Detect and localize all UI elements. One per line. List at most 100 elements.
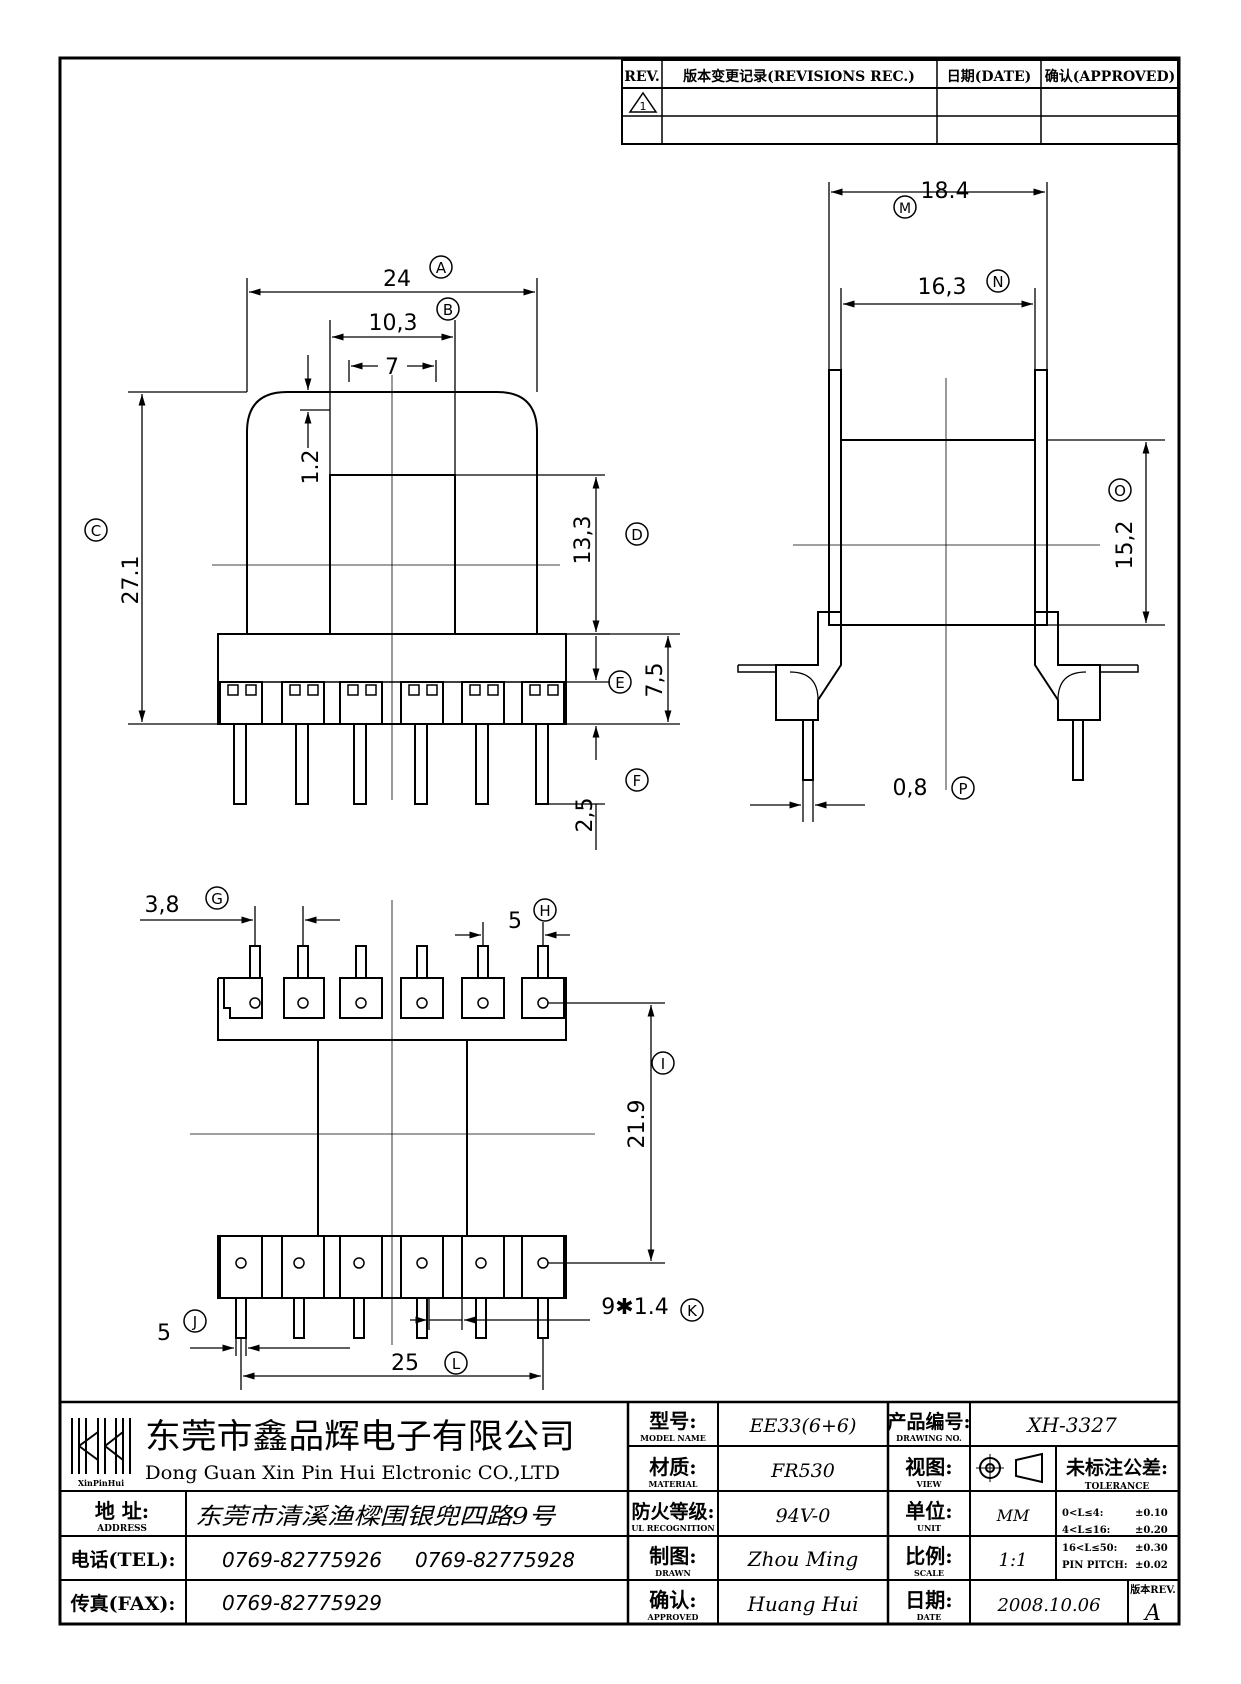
tolerance-title-en: TOLERANCE: [1085, 1482, 1150, 1492]
bottom-pin-holes: [235, 997, 549, 1269]
address-label: 地 址:: [95, 1499, 149, 1523]
revisions-header: 版本变更记录(REVISIONS REC.): [683, 68, 915, 85]
tag-h-icon: H: [533, 898, 557, 922]
tag-g-icon: G: [205, 886, 229, 910]
tag-m-icon: M: [893, 195, 917, 219]
title-block-grid: [60, 1400, 1179, 1624]
drawn-label: 制图:: [649, 1544, 696, 1568]
tolerance-title: 未标注公差:: [1065, 1456, 1168, 1479]
svg-text:E: E: [615, 674, 624, 692]
approved-label: 确认:: [649, 1588, 696, 1612]
address-label-en: ADDRESS: [96, 1524, 147, 1534]
tolerance-value: ±0.20: [1135, 1525, 1168, 1536]
company-logo-icon: [71, 1418, 131, 1474]
tolerance-value: ±0.10: [1135, 1508, 1168, 1519]
tag-p-icon: P: [951, 776, 975, 800]
dim-e-value: 7,5: [643, 663, 668, 698]
material-value: FR530: [770, 1460, 835, 1482]
drawing-no-value: XH-3327: [1025, 1413, 1117, 1437]
dim-i-value: 21.9: [625, 1100, 650, 1149]
tolerance-list: 0<L≤4: ±0.10 4<L≤16: ±0.20 16<L≤50: ±0.3…: [1062, 1508, 1168, 1571]
bottom-dimensions: [140, 906, 665, 1390]
dim-p-value: 0,8: [893, 776, 928, 801]
tolerance-value: ±0.30: [1135, 1543, 1168, 1554]
flame-label-en: UL RECOGNITION: [631, 1523, 714, 1533]
svg-text:D: D: [631, 526, 643, 544]
svg-text:C: C: [91, 522, 101, 540]
date-label-en: DATE: [917, 1612, 942, 1622]
svg-text:1: 1: [640, 100, 647, 113]
dim-l-value: 25: [391, 1351, 419, 1376]
side-centerlines: [793, 378, 1100, 790]
view-label: 视图:: [905, 1455, 952, 1479]
tel-value-2: 0769-82775928: [415, 1548, 575, 1572]
dim-m-value: 18.4: [921, 179, 970, 204]
dim-1-2-value: 1.2: [299, 450, 324, 485]
tolerance-range: 4<L≤16:: [1062, 1525, 1110, 1536]
dim-d-value: 13,3: [571, 516, 596, 565]
tag-a-icon: A: [429, 255, 453, 279]
approved-header: 确认(APPROVED): [1045, 68, 1175, 85]
side-view: [737, 369, 1139, 781]
fax-label: 传真(FAX):: [70, 1592, 176, 1615]
dim-n-value: 16,3: [918, 275, 967, 300]
tolerance-range: 16<L≤50:: [1062, 1543, 1117, 1554]
revision-triangle-icon: 1: [628, 91, 658, 113]
dim-b-value: 10,3: [369, 311, 418, 336]
tel-label: 电话(TEL):: [71, 1548, 176, 1571]
tolerance-value: ±0.02: [1135, 1560, 1168, 1571]
unit-label: 单位:: [905, 1499, 952, 1523]
svg-text:B: B: [443, 301, 453, 319]
svg-text:A: A: [436, 259, 447, 277]
address-value: 东莞市清溪渔樑围银兜四路9号: [195, 1504, 556, 1530]
view-label-en: VIEW: [915, 1479, 942, 1489]
dim-j-value: 5: [157, 1321, 171, 1346]
approved-value: Huang Hui: [746, 1592, 858, 1616]
unit-value: MM: [996, 1506, 1030, 1525]
material-label-en: MATERIAL: [649, 1479, 698, 1489]
scale-value: 1:1: [999, 1550, 1028, 1571]
svg-text:K: K: [687, 1302, 698, 1320]
svg-text:G: G: [211, 890, 223, 908]
svg-text:M: M: [899, 201, 911, 217]
scale-label: 比例:: [905, 1544, 952, 1568]
side-dimensions: [750, 182, 1165, 822]
front-pins: [233, 723, 549, 805]
tag-l-icon: L: [444, 1351, 468, 1375]
tag-d-icon: D: [625, 522, 649, 546]
company-name-en: Dong Guan Xin Pin Hui Elctronic CO.,LTD: [145, 1462, 560, 1484]
dim-c-value: 27.1: [119, 556, 144, 605]
svg-text:I: I: [661, 1055, 665, 1073]
rev-value: A: [1143, 1601, 1161, 1626]
drawing-border: [58, 56, 1181, 1626]
dim-a-value: 24: [383, 267, 411, 292]
projection-symbol-icon: [976, 1452, 1043, 1484]
svg-text:J: J: [192, 1313, 197, 1331]
revision-table: [621, 59, 1179, 145]
flame-value: 94V-0: [776, 1505, 831, 1527]
tolerance-range: 0<L≤4:: [1062, 1508, 1103, 1519]
rev-header: REV.: [624, 69, 660, 85]
tel-value-1: 0769-82775926: [222, 1548, 382, 1572]
model-value: EE33(6+6): [749, 1415, 857, 1437]
svg-text:P: P: [958, 780, 967, 798]
approved-label-en: APPROVED: [647, 1612, 699, 1622]
tag-f-icon: F: [625, 768, 649, 792]
svg-text:N: N: [992, 273, 1003, 291]
tag-n-icon: N: [986, 269, 1010, 293]
drawn-label-en: DRAWN: [655, 1568, 691, 1578]
dim-7-value: 7: [385, 355, 399, 380]
tag-i-icon: I: [651, 1051, 675, 1075]
dim-k-value: 9✱1.4: [601, 1295, 668, 1320]
fax-value: 0769-82775929: [222, 1591, 382, 1615]
model-label: 型号:: [649, 1409, 696, 1433]
logo-text: XinPinHui: [78, 1478, 124, 1488]
tag-k-icon: K: [680, 1298, 704, 1322]
scale-label-en: SCALE: [914, 1568, 944, 1578]
date-value: 2008.10.06: [996, 1595, 1100, 1616]
svg-text:L: L: [452, 1355, 461, 1373]
front-dimensions: [128, 278, 680, 850]
tag-o-icon: O: [1108, 478, 1132, 502]
svg-text:F: F: [633, 772, 642, 790]
